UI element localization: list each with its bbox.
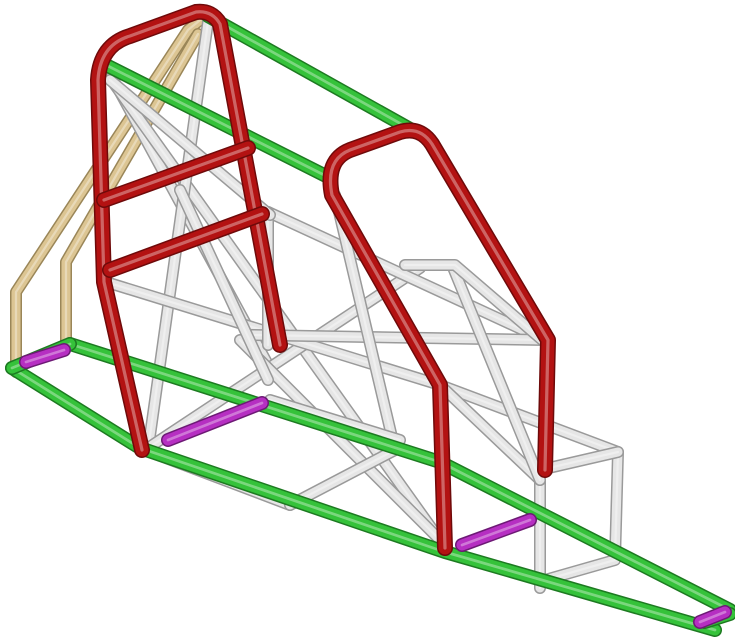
- brace-inner-2: [329, 189, 401, 456]
- cross-front: [455, 513, 537, 552]
- cross-mid: [161, 396, 269, 447]
- brace-box-front: [434, 379, 624, 586]
- brace-floor-2: [284, 444, 401, 511]
- rail-top-2: [97, 57, 337, 185]
- brace-mid-2: [246, 329, 551, 346]
- brace-diag-4: [174, 184, 274, 386]
- main-hoop-right: [322, 122, 556, 556]
- cross-nose: [693, 605, 732, 629]
- hoop-rung-2: [102, 206, 270, 278]
- brace-upper-x2: [104, 74, 276, 221]
- magenta-cross-tubes: [19, 343, 732, 629]
- brace-x-1: [139, 262, 426, 456]
- brace-mid-1: [262, 206, 551, 346]
- main-hoop-left: [90, 3, 288, 458]
- brace-floor-3: [264, 394, 406, 446]
- red-hoop-tubes: [90, 3, 556, 556]
- rail-top-1: [201, 9, 419, 137]
- rail-lower-left: [5, 361, 722, 637]
- brace-diag-3: [234, 334, 451, 551]
- hoop-rung-1: [96, 140, 256, 208]
- brace-box-diag-2: [446, 259, 546, 486]
- brace-box-diag: [434, 379, 546, 486]
- brace-inner-1: [399, 259, 554, 351]
- cross-rear: [19, 343, 71, 369]
